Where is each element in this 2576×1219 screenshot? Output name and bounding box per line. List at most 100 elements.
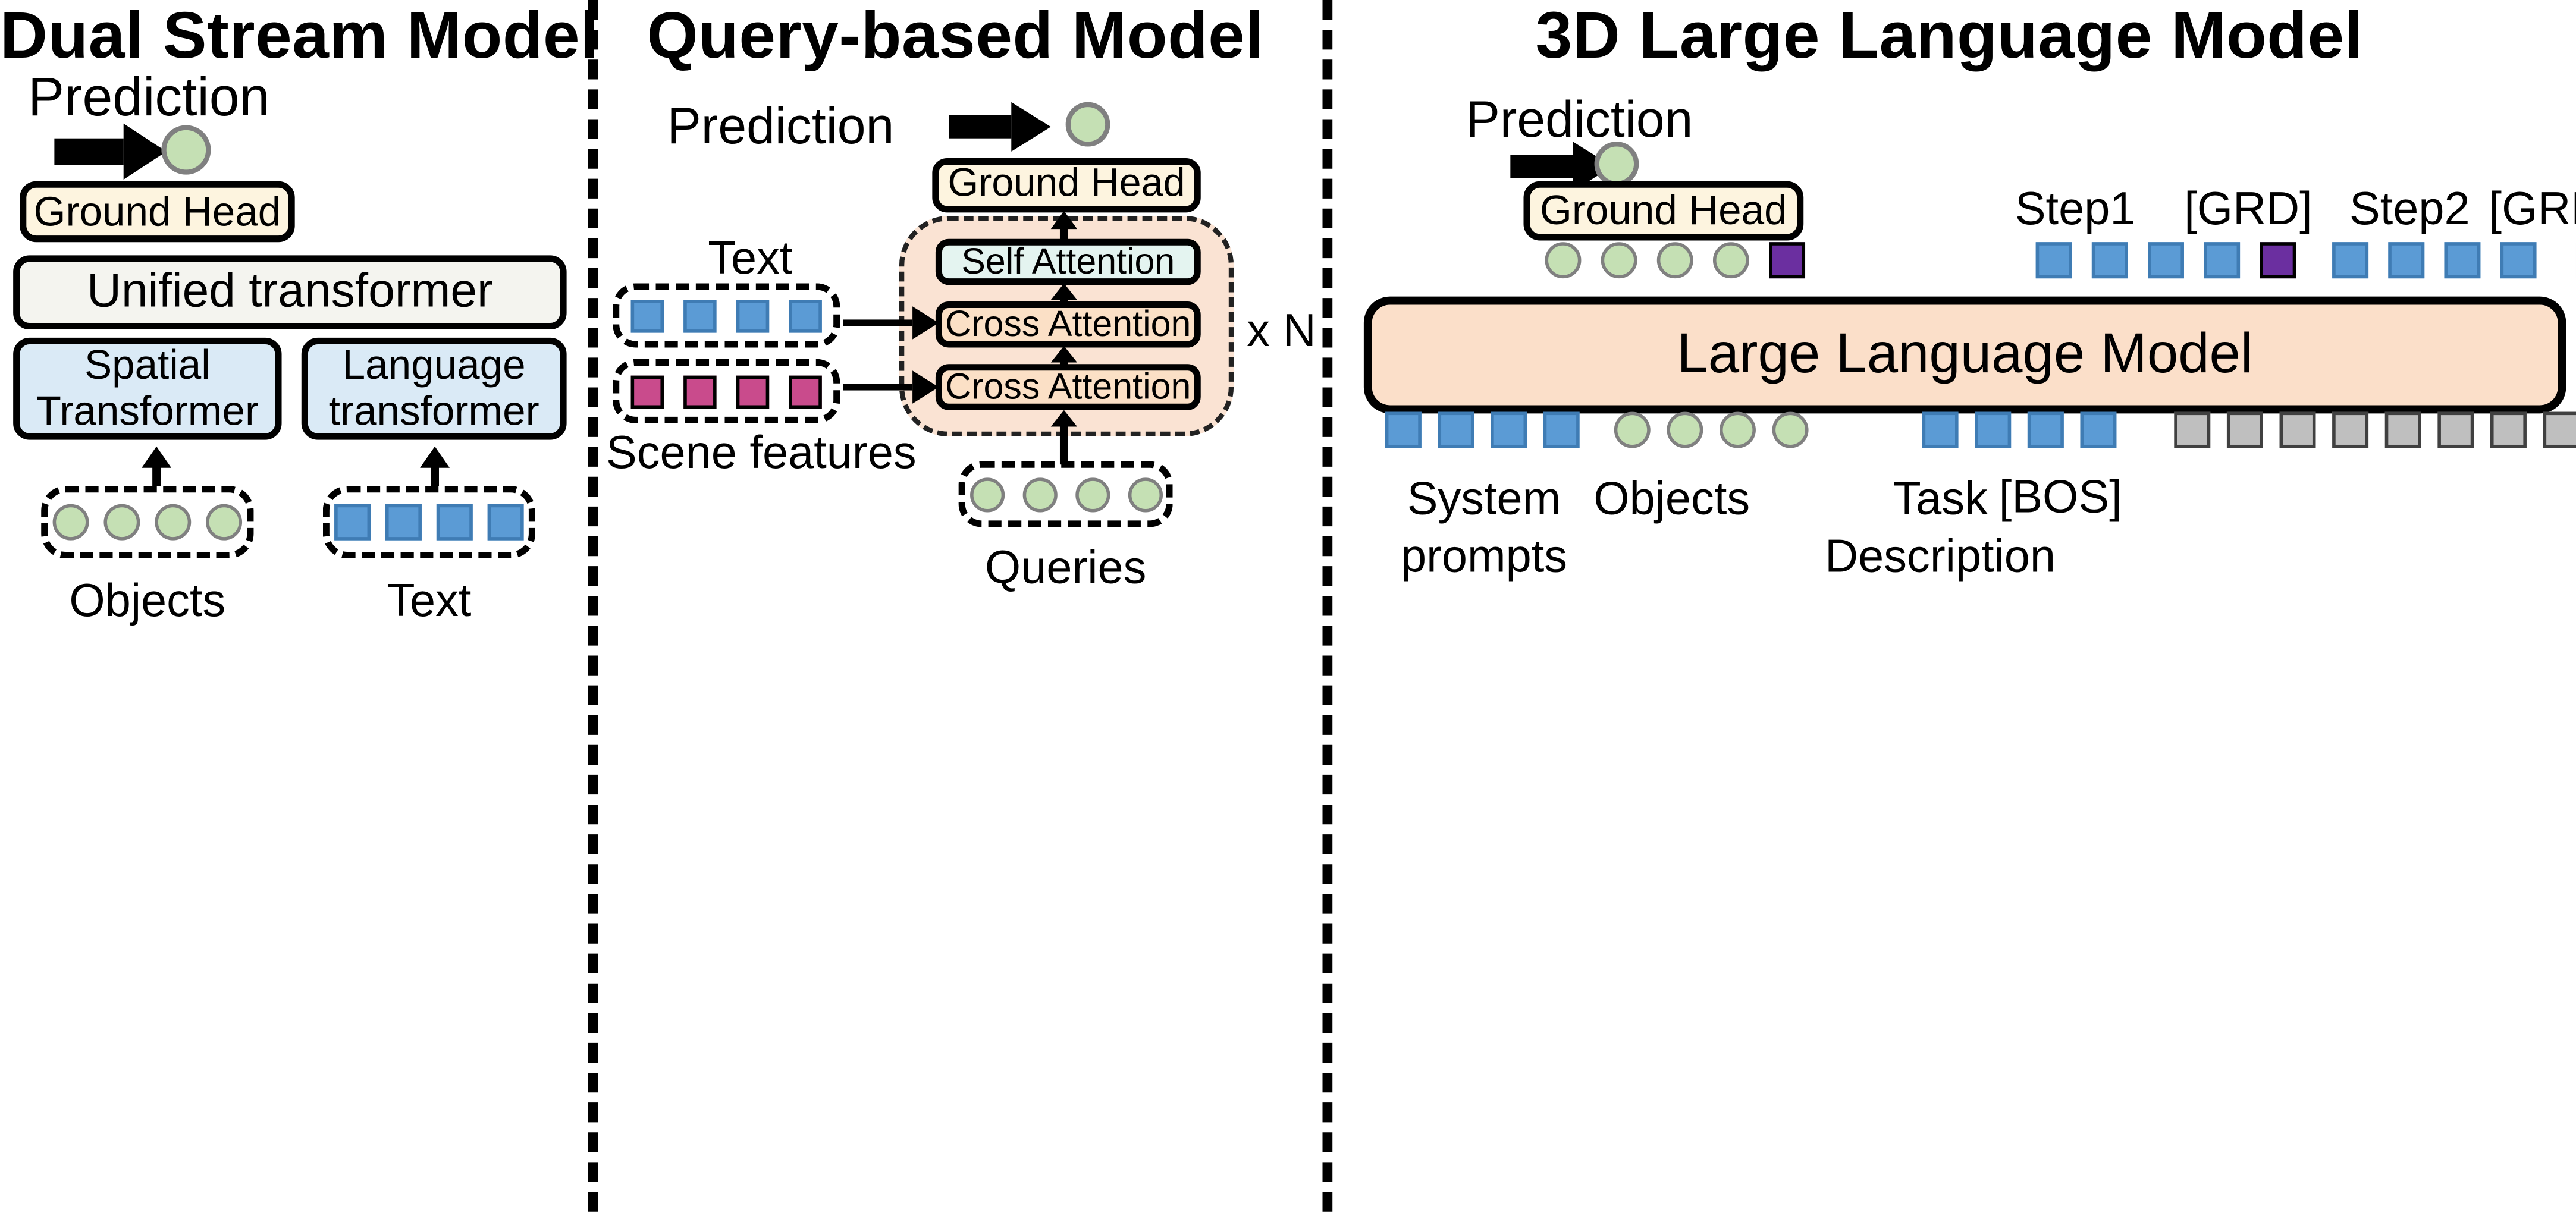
object-token xyxy=(206,504,243,541)
prediction-output-token-3d-llm xyxy=(1594,142,1639,187)
object-token xyxy=(1656,242,1693,279)
output-text-token xyxy=(2091,242,2128,279)
bos-token xyxy=(2080,411,2117,448)
input-label-system-prompts-line1: System xyxy=(1407,473,1561,524)
ground-head-input-token-row xyxy=(1545,242,1806,279)
box-language-transformer-line2: transformer xyxy=(328,388,539,435)
box-ground-head-query-based[interactable]: Ground Head xyxy=(932,158,1201,213)
scene-feature-token xyxy=(683,375,717,408)
output-sequence-token-row xyxy=(2035,242,2576,279)
object-token xyxy=(1545,242,1582,279)
output-text-token xyxy=(2388,242,2425,279)
repeat-count-label: x N xyxy=(1247,304,1316,356)
box-cross-attention-upper[interactable]: Cross Attention xyxy=(935,301,1201,348)
text-token-row-dual-stream xyxy=(334,504,524,541)
prediction-arrow-query-based xyxy=(949,102,1051,152)
object-token xyxy=(1667,411,1703,448)
box-ground-head-dual-stream[interactable]: Ground Head xyxy=(20,181,295,243)
system-prompt-token xyxy=(1491,411,1527,448)
scene-feature-token xyxy=(736,375,770,408)
box-unified-transformer[interactable]: Unified transformer xyxy=(13,255,567,330)
output-text-token xyxy=(2148,242,2184,279)
label-text-query-based: Text xyxy=(708,232,793,284)
scene-feature-token-row xyxy=(630,375,822,408)
input-label-system-prompts-line2: prompts xyxy=(1400,530,1568,582)
arrow-text-to-language xyxy=(412,446,458,486)
box-cross-attention-lower[interactable]: Cross Attention xyxy=(935,364,1201,410)
masked-token xyxy=(2490,411,2527,448)
object-token xyxy=(1772,411,1809,448)
text-token xyxy=(736,299,770,332)
object-token xyxy=(1712,242,1749,279)
input-label-objects: Objects xyxy=(1593,473,1750,524)
input-label-bos: [BOS] xyxy=(1998,471,2122,523)
output-step-label-step1: Step1 xyxy=(2015,183,2136,234)
object-token xyxy=(1601,242,1637,279)
group-objects-dual-stream xyxy=(41,486,254,559)
object-token xyxy=(155,504,192,541)
group-text-dual-stream xyxy=(322,486,535,559)
output-text-token xyxy=(2500,242,2537,279)
text-token xyxy=(385,504,422,541)
label-objects-dual-stream: Objects xyxy=(69,574,226,626)
text-token xyxy=(683,299,717,332)
masked-token xyxy=(2279,411,2316,448)
output-step-label-grd-2: [GRD] xyxy=(2489,183,2576,234)
prediction-output-token-dual-stream xyxy=(161,125,211,175)
panel-title-query-based: Query-based Model xyxy=(647,0,1264,73)
box-spatial-transformer[interactable]: Spatial Transformer xyxy=(13,337,282,440)
system-prompt-token xyxy=(1543,411,1580,448)
query-token xyxy=(1074,476,1110,512)
grd-token xyxy=(1769,242,1806,279)
masked-token xyxy=(2384,411,2421,448)
object-token xyxy=(1720,411,1756,448)
input-label-task-description: Task Description xyxy=(1809,470,2072,585)
object-token xyxy=(52,504,89,541)
panel-title-3d-llm: 3D Large Language Model xyxy=(1535,0,2363,73)
query-token xyxy=(969,476,1004,512)
text-token xyxy=(334,504,371,541)
arrow-objects-to-spatial xyxy=(133,446,180,486)
query-token xyxy=(1127,476,1162,512)
prediction-label-3d-llm: Prediction xyxy=(1466,90,1693,149)
label-scene-features: Scene features xyxy=(606,426,917,478)
input-label-task-description-line2: Description xyxy=(1825,530,2056,582)
text-token xyxy=(630,299,664,332)
task-description-token xyxy=(1975,411,2012,448)
box-spatial-transformer-line1: Spatial xyxy=(84,343,211,389)
box-language-transformer-line1: Language xyxy=(342,343,526,389)
input-label-task-description-line1: Task xyxy=(1893,473,1988,524)
masked-token xyxy=(2332,411,2369,448)
output-text-token xyxy=(2035,242,2072,279)
masked-token xyxy=(2437,411,2474,448)
box-language-transformer[interactable]: Language transformer xyxy=(301,337,567,440)
label-text-dual-stream: Text xyxy=(387,574,472,626)
query-token-row xyxy=(969,476,1162,512)
box-large-language-model[interactable]: Large Language Model xyxy=(1363,296,2566,414)
output-step-label-step2: Step2 xyxy=(2349,183,2470,234)
task-description-token xyxy=(1922,411,1959,448)
scene-feature-token xyxy=(789,375,822,408)
box-ground-head-3d-llm[interactable]: Ground Head xyxy=(1523,181,1804,241)
box-self-attention[interactable]: Self Attention xyxy=(935,238,1201,285)
text-token xyxy=(487,504,524,541)
prediction-arrow-dual-stream xyxy=(54,123,167,180)
output-text-token xyxy=(2204,242,2241,279)
group-scene-features xyxy=(613,359,840,423)
arrow-queries-to-cross-attention-lower xyxy=(1044,410,1084,465)
group-queries xyxy=(958,461,1173,527)
box-spatial-transformer-line2: Transformer xyxy=(36,388,259,435)
input-sequence-token-row xyxy=(1385,411,2576,448)
masked-token xyxy=(2226,411,2263,448)
system-prompt-token xyxy=(1385,411,1422,448)
label-queries: Queries xyxy=(984,542,1147,593)
input-label-system-prompts: System prompts xyxy=(1377,470,1591,585)
arrow-self-attn-to-ground-head xyxy=(1044,211,1084,241)
scene-feature-token xyxy=(630,375,664,408)
text-token xyxy=(436,504,473,541)
object-token xyxy=(103,504,140,541)
panel-separator-1 xyxy=(588,0,598,1219)
output-step-label-grd-1: [GRD] xyxy=(2184,183,2313,234)
group-text-query-based xyxy=(613,283,840,348)
